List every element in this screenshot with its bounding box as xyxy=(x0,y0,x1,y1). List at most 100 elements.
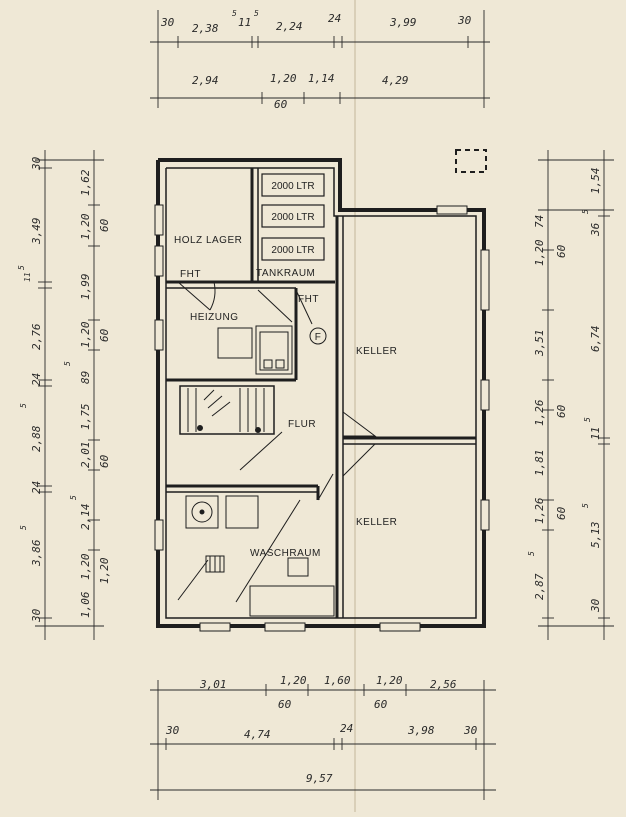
tank-label: 2000 LTR xyxy=(271,212,314,223)
dim-label: 1,20 xyxy=(79,321,92,348)
dim-label: 3,98 xyxy=(407,724,435,737)
dim-label: 60 xyxy=(555,506,568,520)
dim-label: 5 xyxy=(232,9,237,18)
dim-label: 24 xyxy=(30,373,43,386)
label-fht: FHT xyxy=(298,294,319,305)
dim-label: 1,60 xyxy=(324,674,351,687)
dim-label: 3,99 xyxy=(389,16,417,29)
walls xyxy=(156,158,486,628)
dim-label: 5 xyxy=(527,551,536,556)
dim-label: 1,20 xyxy=(270,72,297,85)
dim-label: 5 xyxy=(19,403,28,408)
dim-label: 60 xyxy=(274,98,288,111)
dims-left: 30 3,49 11 5 2,76 24 2,88 5 24 3,86 5 30… xyxy=(17,156,111,623)
dim-label: 2,76 xyxy=(30,323,43,350)
dim-label: 74 xyxy=(533,215,546,228)
dim-label: 1,20 xyxy=(376,674,403,687)
dim-label: 60 xyxy=(98,328,111,342)
room-labels: HOLZ LAGER TANKRAUM FHT FHT HEIZUNG FLUR… xyxy=(174,235,397,559)
dimension-lines xyxy=(35,10,614,800)
staircase xyxy=(187,388,265,433)
dim-label: 5 xyxy=(69,495,78,500)
dim-label: 1,75 xyxy=(79,404,92,431)
tank-label: 2000 LTR xyxy=(271,245,314,256)
room-label-heizung: HEIZUNG xyxy=(190,312,239,323)
dim-label: 30 xyxy=(463,724,478,737)
dims-bottom: 3,01 1,20 60 1,60 1,20 60 2,56 30 4,74 2… xyxy=(165,674,478,785)
dim-label: 6,74 xyxy=(589,326,602,353)
dim-label: 11 xyxy=(238,16,251,29)
dim-label-total: 9,57 xyxy=(306,772,333,785)
dim-label: 5 xyxy=(17,265,26,270)
dim-label: 5 xyxy=(583,417,592,422)
dim-label: 1,54 xyxy=(589,168,602,195)
dim-label: 30 xyxy=(589,598,602,613)
dim-label: 1,26 xyxy=(533,399,546,426)
tank-3 xyxy=(261,237,325,261)
dim-label: 3,51 xyxy=(533,330,546,358)
room-label-tankraum: TANKRAUM xyxy=(256,268,315,279)
dim-label: 2,14 xyxy=(79,504,92,531)
dim-label: 1,26 xyxy=(533,497,546,524)
dim-label: 1,20 xyxy=(280,674,307,687)
dim-label: 11 xyxy=(23,272,32,282)
dim-label: 5 xyxy=(63,361,72,366)
dim-label: 30 xyxy=(30,608,43,623)
washroom-fixtures xyxy=(185,495,335,617)
heater-equipment xyxy=(217,325,293,375)
dim-label: 2,38 xyxy=(192,22,219,35)
dim-label: 11 xyxy=(589,427,602,440)
tank-group: 2000 LTR 2000 LTR 2000 LTR xyxy=(261,173,325,261)
dim-label: 60 xyxy=(98,218,111,232)
dim-label: 5 xyxy=(254,9,259,18)
dim-label: 3,86 xyxy=(30,539,43,567)
dim-label: 5 xyxy=(581,209,590,214)
dim-label: 24 xyxy=(340,722,353,735)
dim-label: 5 xyxy=(19,525,28,530)
dims-top: 30 2,38 5 11 5 2,24 24 3,99 30 2,94 1,20… xyxy=(160,9,472,111)
dim-label: 60 xyxy=(374,698,388,711)
dim-label: 1,06 xyxy=(79,591,92,618)
dim-label: 1,20 xyxy=(533,239,546,266)
chimney-mark xyxy=(455,149,487,173)
windows xyxy=(154,204,490,632)
tank-2 xyxy=(261,204,325,228)
dim-label: 89 xyxy=(79,371,92,384)
dim-label: 2,56 xyxy=(430,678,457,691)
dim-label: 1,20 xyxy=(79,213,92,240)
dim-label: 1,20 xyxy=(98,557,111,584)
room-label-keller: KELLER xyxy=(356,517,397,528)
dim-label: 4,29 xyxy=(382,74,409,87)
dim-label: 2,01 xyxy=(79,442,92,469)
dim-label: 24 xyxy=(30,481,43,494)
dim-label: 30 xyxy=(30,156,43,171)
dim-label: 30 xyxy=(165,724,180,737)
doors xyxy=(177,281,377,603)
flue-label: F xyxy=(315,332,322,343)
dim-label: 60 xyxy=(555,404,568,418)
dim-label: 5 xyxy=(581,503,590,508)
dim-label: 60 xyxy=(278,698,292,711)
dim-label: 2,94 xyxy=(192,74,219,87)
dim-label: 1,20 xyxy=(79,553,92,580)
dim-label: 24 xyxy=(328,12,341,25)
dim-label: 1,14 xyxy=(308,72,335,85)
dim-label: 36 xyxy=(589,222,602,237)
room-label-flur: FLUR xyxy=(288,419,316,430)
dim-label: 3,01 xyxy=(199,678,227,691)
dim-label: 60 xyxy=(555,244,568,258)
dim-label: 2,24 xyxy=(276,20,303,33)
dim-label: 1,99 xyxy=(79,274,92,301)
dims-right: 1,20 74 60 3,51 1,26 60 1,81 1,26 60 2,8… xyxy=(527,168,602,614)
dim-label: 3,49 xyxy=(30,218,43,246)
dim-label: 1,62 xyxy=(79,169,92,196)
dim-label: 1,81 xyxy=(533,450,546,477)
dim-label: 30 xyxy=(457,14,472,27)
dim-label: 4,74 xyxy=(244,728,271,741)
flue-symbol: F xyxy=(309,327,327,345)
dim-label: 2,88 xyxy=(30,425,43,452)
dim-label: 30 xyxy=(160,16,175,29)
room-label-keller: KELLER xyxy=(356,346,397,357)
